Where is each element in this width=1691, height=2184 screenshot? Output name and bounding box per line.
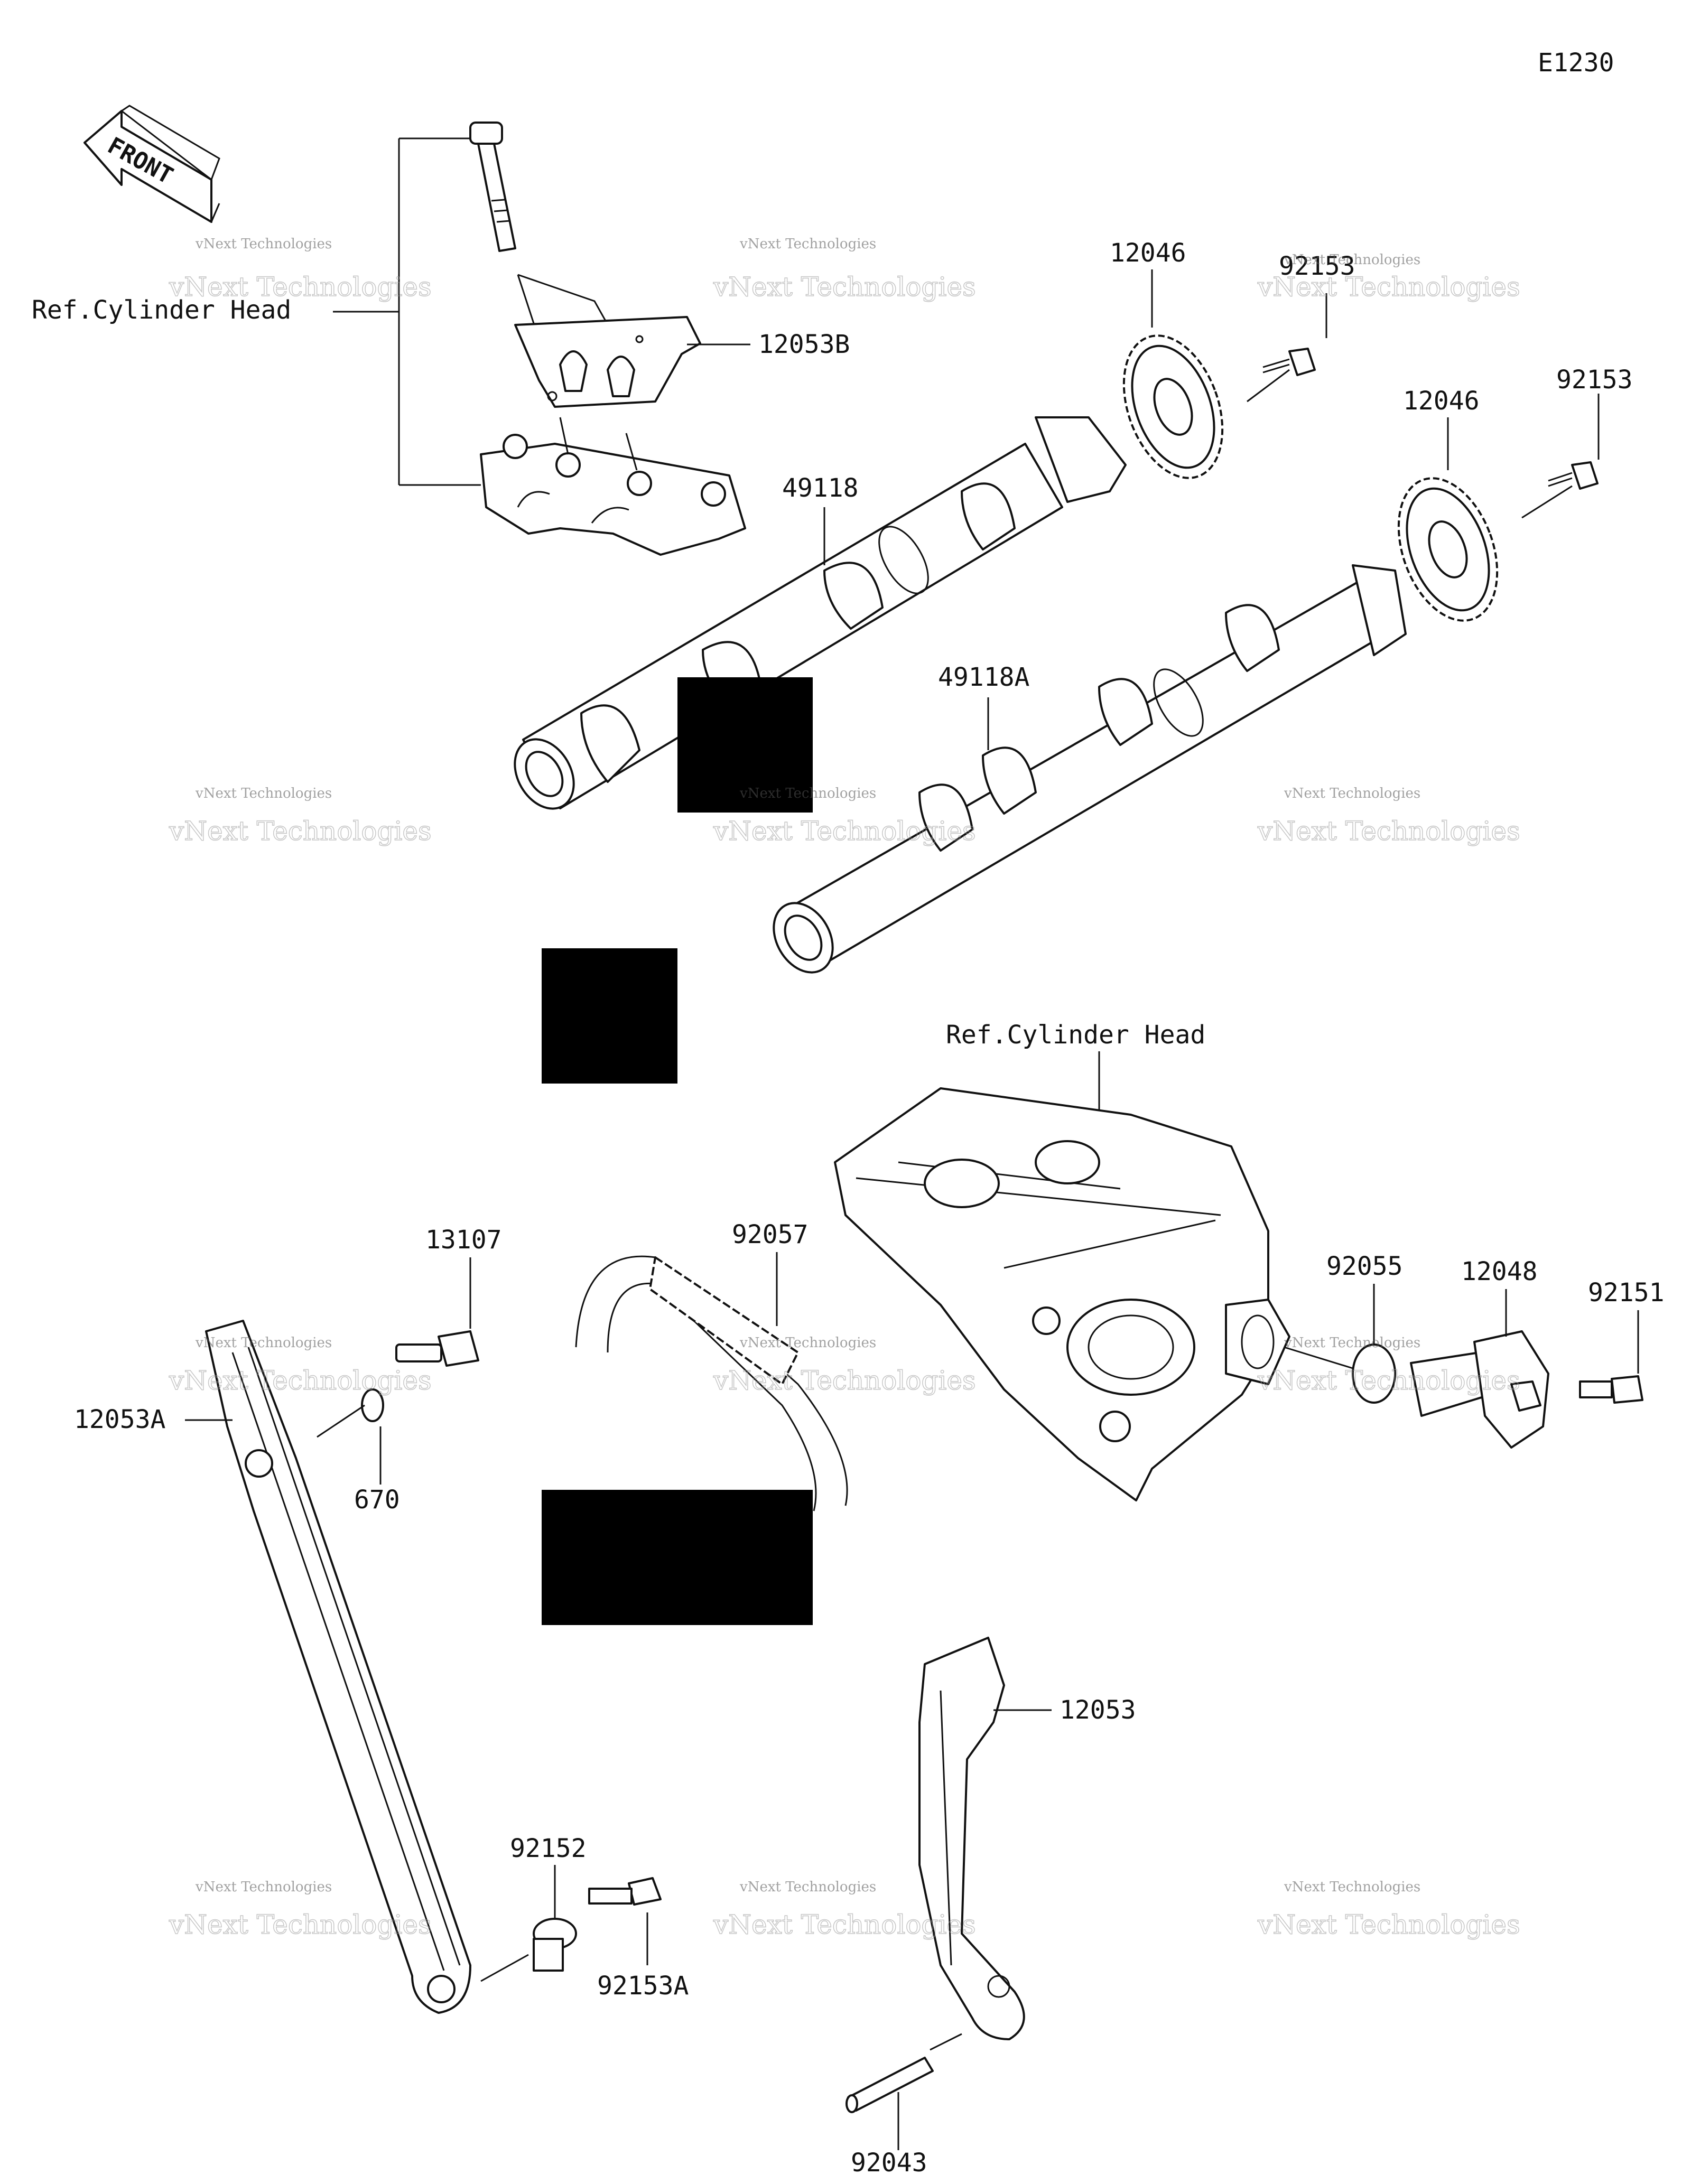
label-92055: 92055 [1326,1252,1403,1281]
cylinder-head [834,1087,1290,1501]
ref-bracket-line [333,137,481,486]
camshaft-sprocket-1 [1122,334,1224,479]
label-12053A: 12053A [74,1405,165,1434]
chain-tensioner [1410,1330,1549,1449]
cam-chain [575,1255,848,1511]
label-12046-a: 12046 [1110,238,1186,268]
svg-text:vNext Technologies: vNext Technologies [739,1879,876,1895]
redaction-block-1 [677,677,813,813]
svg-text:vNext Technologies: vNext Technologies [713,1909,976,1940]
front-arrow-icon: FRONT [83,105,220,223]
cam-chain-guide-tensioner-side [205,1320,471,2014]
label-12053: 12053 [1060,1695,1136,1725]
label-92153A: 92153A [597,1971,689,2001]
svg-text:vNext Technologies: vNext Technologies [739,786,876,801]
label-92153-b: 92153 [1556,365,1633,395]
label-92043: 92043 [851,2148,927,2178]
camshaft-cap-bolt [469,122,516,252]
svg-text:vNext Technologies: vNext Technologies [195,236,332,252]
svg-text:vNext Technologies: vNext Technologies [1284,786,1420,801]
svg-text:vNext Technologies: vNext Technologies [169,816,432,846]
svg-text:vNext Technologies: vNext Technologies [169,1909,432,1940]
svg-text:vNext Technologies: vNext Technologies [713,816,976,846]
svg-text:vNext Technologies: vNext Technologies [195,1335,332,1351]
cam-chain-guide-upper [514,316,701,408]
svg-text:vNext Technologies: vNext Technologies [169,1365,432,1396]
svg-text:vNext Technologies: vNext Technologies [1257,1909,1520,1940]
label-92151: 92151 [1588,1278,1665,1308]
label-13107: 13107 [425,1225,502,1255]
svg-text:vNext Technologies: vNext Technologies [169,272,432,302]
svg-text:vNext Technologies: vNext Technologies [1284,252,1420,268]
tensioner-bolt [1579,1375,1643,1404]
sprocket-bolt-2 [1548,461,1599,490]
redaction-block-3 [542,1490,813,1625]
svg-text:vNext Technologies: vNext Technologies [195,1879,332,1895]
camshaft-exhaust [514,416,1127,810]
o-ring-670 [361,1388,384,1422]
watermarks: vNext Technologies vNext Technologies vN… [168,236,1520,1940]
guide-collar [533,1918,577,1972]
svg-text:vNext Technologies: vNext Technologies [1284,1879,1420,1895]
ref-cylinder-head-label-mid: Ref.Cylinder Head [946,1020,1205,1050]
camshaft-intake [773,564,1407,974]
svg-text:vNext Technologies: vNext Technologies [1284,1335,1420,1351]
label-49118: 49118 [782,473,859,503]
redaction-block-2 [542,948,677,1084]
label-12048: 12048 [1461,1257,1538,1286]
label-49118A: 49118A [938,662,1029,692]
svg-text:vNext Technologies: vNext Technologies [739,236,876,252]
label-92152: 92152 [510,1834,587,1863]
label-670: 670 [354,1485,400,1515]
svg-text:vNext Technologies: vNext Technologies [195,786,332,801]
diagram-code: E1230 [1538,48,1614,78]
svg-text:vNext Technologies: vNext Technologies [1257,1365,1520,1396]
label-12053B: 12053B [758,330,850,359]
label-12046-b: 12046 [1403,386,1480,416]
svg-text:vNext Technologies: vNext Technologies [739,1335,876,1351]
svg-text:vNext Technologies: vNext Technologies [713,272,976,302]
svg-text:vNext Technologies: vNext Technologies [713,1365,976,1396]
camshaft-sprocket-2 [1397,477,1499,622]
label-92057: 92057 [732,1220,809,1249]
guide-pin [846,2057,934,2113]
ref-cylinder-head-label-top: Ref.Cylinder Head [32,295,291,325]
cam-chain-guide-fixed [918,1637,1025,2040]
label-92153-a: 92153 [1279,251,1355,281]
svg-text:vNext Technologies: vNext Technologies [1257,816,1520,846]
guide-bolt [588,1877,662,1906]
guide-pivot-bolt [395,1330,479,1367]
svg-text:vNext Technologies: vNext Technologies [1257,272,1520,302]
sprocket-bolt-1 [1262,348,1316,376]
camshaft-holder [480,434,746,556]
